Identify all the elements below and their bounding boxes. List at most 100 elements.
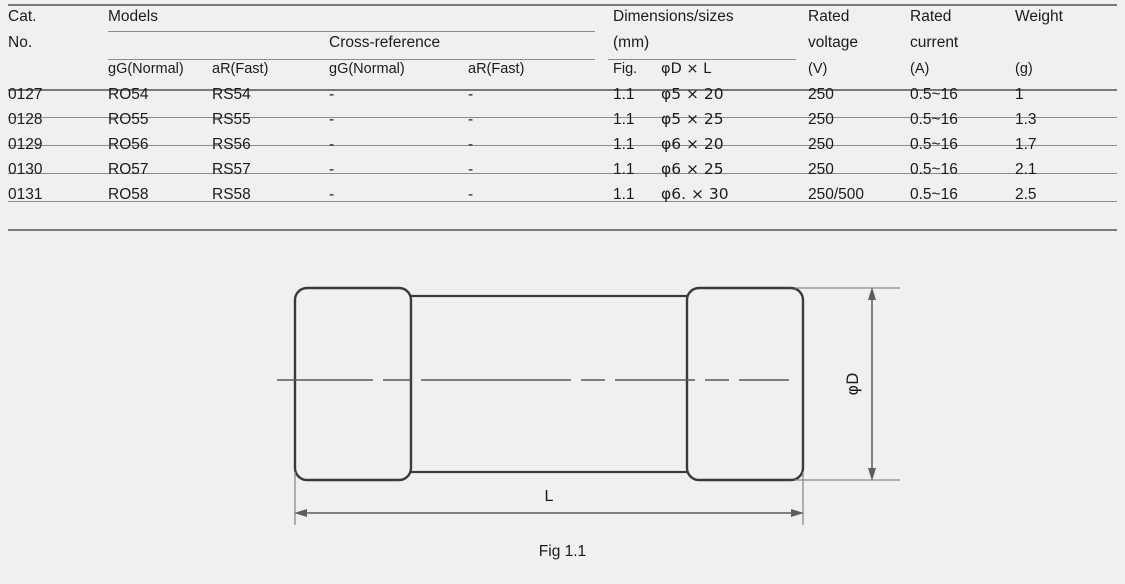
cell-weight: 2.5	[1015, 186, 1037, 203]
cell-weight: 1	[1015, 86, 1024, 103]
cell-rated-voltage: 250	[808, 136, 834, 153]
header-rated-voltage-unit: (V)	[808, 61, 828, 77]
cell-rated-current: 0.5~16	[910, 186, 958, 203]
header-row-group: Cat. No. Models Dimensions/sizes (mm) Ra…	[8, 4, 1117, 51]
diameter-arrowhead-bottom	[868, 468, 876, 481]
header-diameter-length: φD × L	[661, 61, 712, 77]
cell-model-ar: RS58	[212, 186, 251, 203]
cell-dimensions: φ6 × 25	[661, 160, 724, 178]
header-cat-line1: Cat.	[8, 8, 37, 25]
cell-rated-current: 0.5~16	[910, 111, 958, 128]
cell-xref-gg: -	[329, 161, 335, 178]
header-models-spacer	[108, 30, 329, 56]
cell-xref-ar: -	[468, 186, 474, 203]
header-row-cross-reference: Cross-reference	[8, 30, 1117, 56]
cell-model-ar: RS55	[212, 111, 251, 128]
table-row: 0127 RO54 RS54 - - 1.1 φ5 × 20 250 0.5~1…	[8, 82, 1117, 107]
cell-model-ar: RS54	[212, 86, 251, 103]
cell-dimensions: φ5 × 20	[661, 85, 724, 103]
table-bottom-border	[8, 229, 1117, 231]
diameter-arrowhead-top	[868, 287, 876, 300]
specification-table: Cat. No. Models Dimensions/sizes (mm) Ra…	[8, 4, 1117, 207]
cell-weight: 1.7	[1015, 136, 1037, 153]
fuse-drawing-svg: φD L	[277, 286, 900, 525]
header-cat-line2: No.	[8, 34, 33, 51]
row-separator-1	[8, 117, 1117, 118]
cell-cat-no: 0129	[8, 136, 43, 153]
header-xref-ar: aR(Fast)	[468, 61, 525, 77]
header-rated-current-line1: Rated	[910, 8, 952, 25]
cell-model-gg: RO56	[108, 136, 149, 153]
header-dimensions-group: Dimensions/sizes (mm)	[613, 4, 808, 56]
cell-xref-ar: -	[468, 86, 474, 103]
table-row: 0129 RO56 RS56 - - 1.1 φ6 × 20 250 0.5~1…	[8, 132, 1117, 157]
fuse-end-cap-left	[293, 286, 413, 482]
cell-weight: 2.1	[1015, 161, 1037, 178]
header-fig: Fig.	[613, 61, 638, 77]
row-separator-3	[8, 173, 1117, 174]
header-row-subcolumns: gG(Normal) aR(Fast) gG(Normal) aR(Fast) …	[8, 56, 1117, 82]
length-arrowhead-left	[294, 509, 307, 517]
table-top-border	[8, 4, 1117, 6]
diameter-label: φD	[843, 373, 862, 396]
header-subcol-cat-spacer	[8, 56, 108, 82]
table-row: 0130 RO57 RS57 - - 1.1 φ6 × 25 250 0.5~1…	[8, 157, 1117, 182]
specification-table-region: Cat. No. Models Dimensions/sizes (mm) Ra…	[0, 0, 1125, 238]
cell-rated-voltage: 250	[808, 86, 834, 103]
row-separator-4	[8, 201, 1117, 202]
header-weight-unit: (g)	[1015, 61, 1033, 77]
table-row: 0131 RO58 RS58 - - 1.1 φ6. × 30 250/500 …	[8, 182, 1117, 207]
header-rated-voltage-line1: Rated	[808, 8, 850, 25]
cell-cat-no: 0130	[8, 161, 43, 178]
fuse-technical-drawing: φD L Fig 1.1	[0, 240, 1125, 579]
cell-xref-gg: -	[329, 186, 335, 203]
cell-xref-ar: -	[468, 111, 474, 128]
cell-dimensions: φ6. × 30	[661, 185, 729, 203]
cell-rated-current: 0.5~16	[910, 161, 958, 178]
cell-xref-ar: -	[468, 161, 474, 178]
header-cross-reference-group: Cross-reference	[329, 30, 613, 56]
cell-xref-ar: -	[468, 136, 474, 153]
cell-xref-gg: -	[329, 111, 335, 128]
header-models-gg: gG(Normal)	[108, 61, 184, 77]
length-arrowhead-right	[791, 509, 804, 517]
table-row: 0128 RO55 RS55 - - 1.1 φ5 × 25 250 0.5~1…	[8, 107, 1117, 132]
header-rated-voltage-line2: voltage	[808, 34, 858, 51]
cell-dimensions: φ5 × 25	[661, 110, 724, 128]
length-label: L	[545, 488, 554, 505]
fuse-end-cap-right	[685, 286, 805, 482]
figure-caption: Fig 1.1	[538, 543, 587, 560]
header-xref-gg: gG(Normal)	[329, 61, 405, 77]
cell-model-ar: RS57	[212, 161, 251, 178]
cell-cat-no: 0127	[8, 86, 43, 103]
header-models-label: Models	[108, 8, 158, 25]
cell-cat-no: 0128	[8, 111, 43, 128]
row-separator-2	[8, 145, 1117, 146]
cell-model-gg: RO54	[108, 86, 149, 103]
cell-weight: 1.3	[1015, 111, 1037, 128]
header-rated-current-line2: current	[910, 34, 959, 51]
header-models-group: Models	[108, 4, 329, 30]
cell-model-gg: RO55	[108, 111, 149, 128]
header-rated-voltage: Rated voltage	[808, 4, 910, 56]
cell-rated-voltage: 250	[808, 111, 834, 128]
header-bottom-border	[8, 89, 1117, 91]
header-dimensions-line2: (mm)	[613, 34, 650, 51]
header-weight-line1: Weight	[1015, 8, 1063, 25]
cell-cat-no: 0131	[8, 186, 43, 203]
cell-rated-current: 0.5~16	[910, 86, 958, 103]
models-group-rule	[108, 31, 595, 32]
header-rated-current-unit: (A)	[910, 61, 930, 77]
cell-fig: 1.1	[613, 86, 635, 103]
cell-fig: 1.1	[613, 111, 635, 128]
specification-table-body: 0127 RO54 RS54 - - 1.1 φ5 × 20 250 0.5~1…	[8, 82, 1117, 207]
header-weight: Weight	[1015, 4, 1117, 56]
dimensions-group-rule	[608, 59, 796, 60]
cell-fig: 1.1	[613, 161, 635, 178]
models-subheader-rule	[108, 59, 595, 60]
header-cross-reference-spacer	[329, 4, 613, 30]
cell-model-gg: RO58	[108, 186, 149, 203]
cell-rated-voltage: 250	[808, 161, 834, 178]
header-weight-line2	[1015, 30, 1117, 56]
cell-model-gg: RO57	[108, 161, 149, 178]
